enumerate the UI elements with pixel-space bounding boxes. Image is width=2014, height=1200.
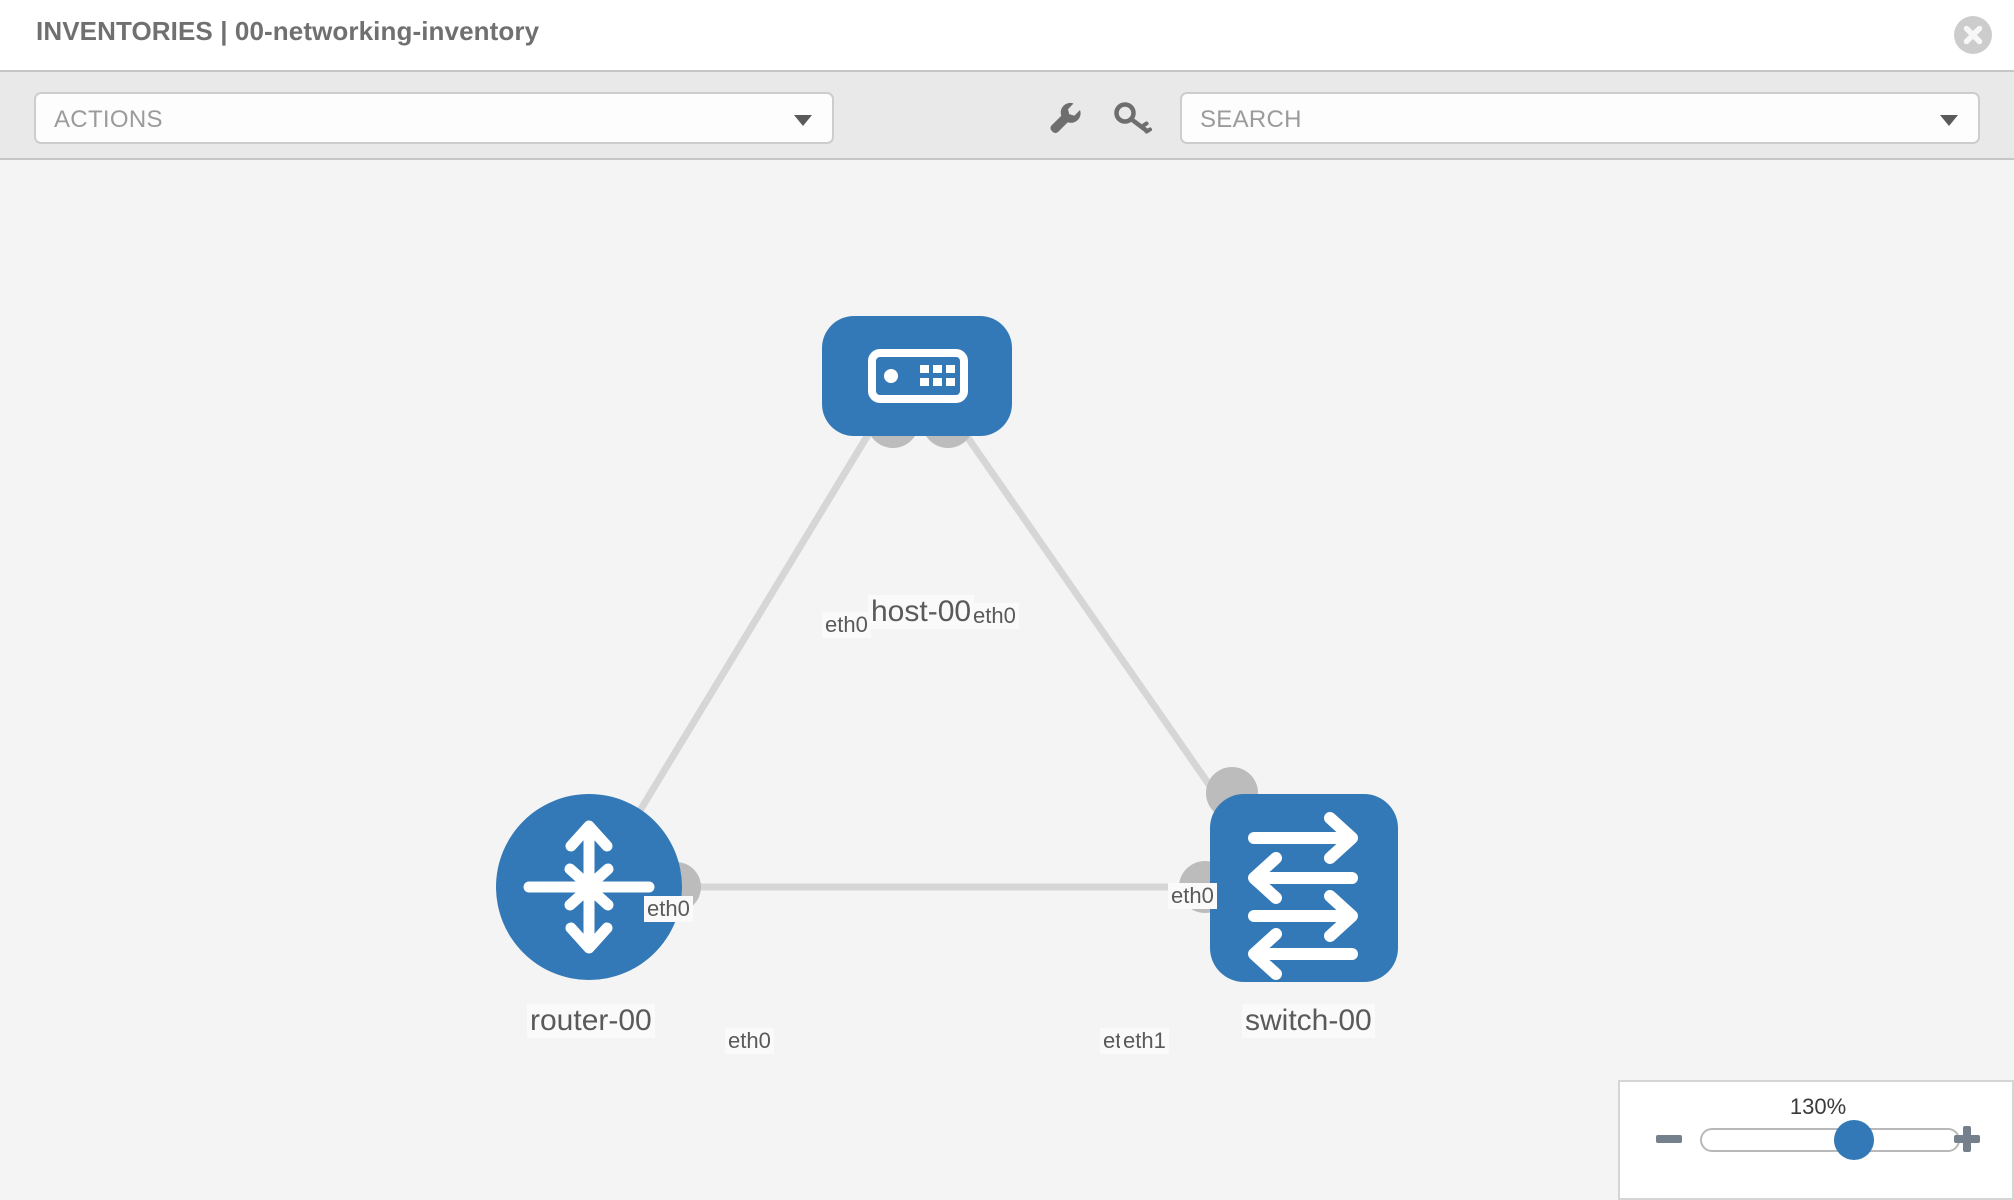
wrench-icon[interactable] (1040, 94, 1088, 142)
node-switch-00 (1210, 794, 1398, 982)
server-icon (868, 349, 968, 403)
close-icon[interactable] (1954, 16, 1992, 54)
zoom-slider-track[interactable] (1700, 1128, 1960, 1152)
node-label-switch-00: switch-00 (1242, 1004, 1375, 1038)
topology-graph (496, 316, 1398, 982)
interface-label: eth0 (725, 1028, 774, 1054)
link-host00-router00 (624, 413, 883, 834)
actions-dropdown-label: ACTIONS (54, 106, 163, 133)
search-input[interactable]: SEARCH (1180, 92, 1980, 144)
node-host-00 (822, 316, 1012, 436)
zoom-slider-thumb[interactable] (1834, 1120, 1874, 1160)
search-placeholder-label: SEARCH (1200, 106, 1302, 133)
node-router-00 (496, 794, 682, 980)
node-label-router-00: router-00 (527, 1004, 655, 1038)
key-icon[interactable] (1108, 94, 1156, 142)
zoom-percent-label: 130% (1789, 1094, 1847, 1119)
link-host00-switch00 (949, 413, 1245, 834)
page-header: INVENTORIES | 00-networking-inventory (0, 0, 2014, 70)
router-arrows-icon (523, 820, 655, 954)
interface-label: eth0 (970, 603, 1019, 629)
topology-links (624, 413, 1245, 891)
interface-label: eth0 (822, 612, 871, 638)
minus-icon[interactable] (1652, 1122, 1686, 1156)
node-label-host-00: host-00 (868, 595, 975, 629)
interface-label: eth0 (1168, 883, 1217, 909)
actions-dropdown[interactable]: ACTIONS (34, 92, 834, 144)
chevron-down-icon[interactable] (1940, 115, 1958, 126)
interface-label: eth0 (644, 896, 693, 922)
page-title: INVENTORIES | 00-networking-inventory (36, 16, 540, 46)
zoom-control-panel: 130% (1618, 1080, 2014, 1200)
plus-icon[interactable] (1950, 1122, 1984, 1156)
switch-arrows-icon (1248, 812, 1358, 980)
interface-label: eth1 (1120, 1028, 1169, 1054)
topology-canvas[interactable]: host-00 router-00 switch-00 eth0 eth0 et… (0, 160, 2014, 1200)
chevron-down-icon (794, 115, 812, 126)
toolbar: ACTIONS SEARCH (0, 70, 2014, 160)
topology-ports (651, 396, 1258, 913)
